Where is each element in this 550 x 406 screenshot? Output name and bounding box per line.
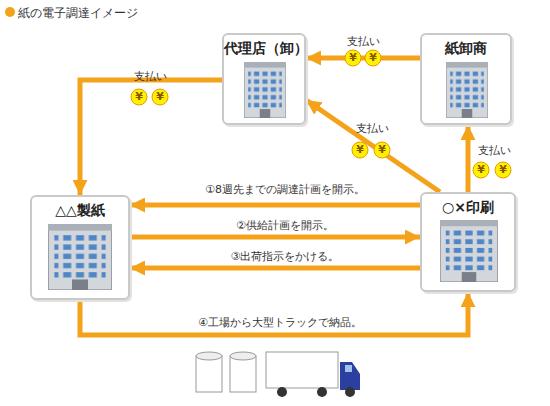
flow-arrow [130, 203, 420, 208]
title-bullet [5, 7, 15, 17]
truck-window [345, 365, 352, 372]
edge-label: 支払い [478, 143, 511, 158]
node-label: 紙卸商 [422, 35, 510, 58]
edge-label: ②供給計画を開示。 [236, 218, 334, 233]
yen-coin: ¥ [352, 142, 369, 159]
flow-arrow [130, 266, 420, 271]
building-box: △△製紙 [30, 195, 130, 300]
yen-coin: ¥ [345, 50, 362, 67]
truck-trailer [266, 352, 338, 388]
yen-coin: ¥ [374, 142, 391, 159]
truck-wheel [345, 387, 355, 397]
yen-coin: ¥ [365, 50, 382, 67]
paper-roll-top [230, 352, 256, 360]
edge-label: 支払い [134, 69, 167, 84]
truck-wheel [277, 387, 287, 397]
paper-roll [196, 356, 222, 392]
truck-cab [340, 362, 360, 390]
diagram-title: 紙の電子調達イメージ [18, 5, 138, 22]
edge-label: ①8週先までの調達計画を開示。 [205, 182, 365, 197]
building-box: 代理店（卸） [222, 33, 306, 125]
flow-arrow [130, 235, 420, 240]
flow-arrow [80, 292, 468, 335]
yen-coin: ¥ [473, 162, 490, 179]
building-box: 紙卸商 [420, 33, 512, 125]
flow-arrow [466, 125, 471, 192]
truck-wheel [317, 387, 327, 397]
paper-roll [230, 356, 256, 392]
flow-arrow [306, 56, 420, 61]
node-label: ○×印刷 [422, 194, 514, 217]
yen-coin: ¥ [495, 162, 512, 179]
node-label: △△製紙 [32, 197, 128, 220]
truck [266, 352, 360, 397]
edge-label: 支払い [347, 34, 380, 49]
edge-label: ④工場から大型トラックで納品。 [198, 315, 362, 330]
paper-roll-top [196, 352, 222, 360]
node-label: 代理店（卸） [224, 35, 304, 58]
yen-coin: ¥ [131, 89, 148, 106]
edge-label: ③出荷指示をかける。 [231, 249, 340, 264]
edge-label: 支払い [356, 121, 389, 136]
paper-rolls [196, 352, 256, 392]
building-box: ○×印刷 [420, 192, 516, 292]
flow-arrow [80, 80, 222, 195]
yen-coin: ¥ [152, 89, 169, 106]
